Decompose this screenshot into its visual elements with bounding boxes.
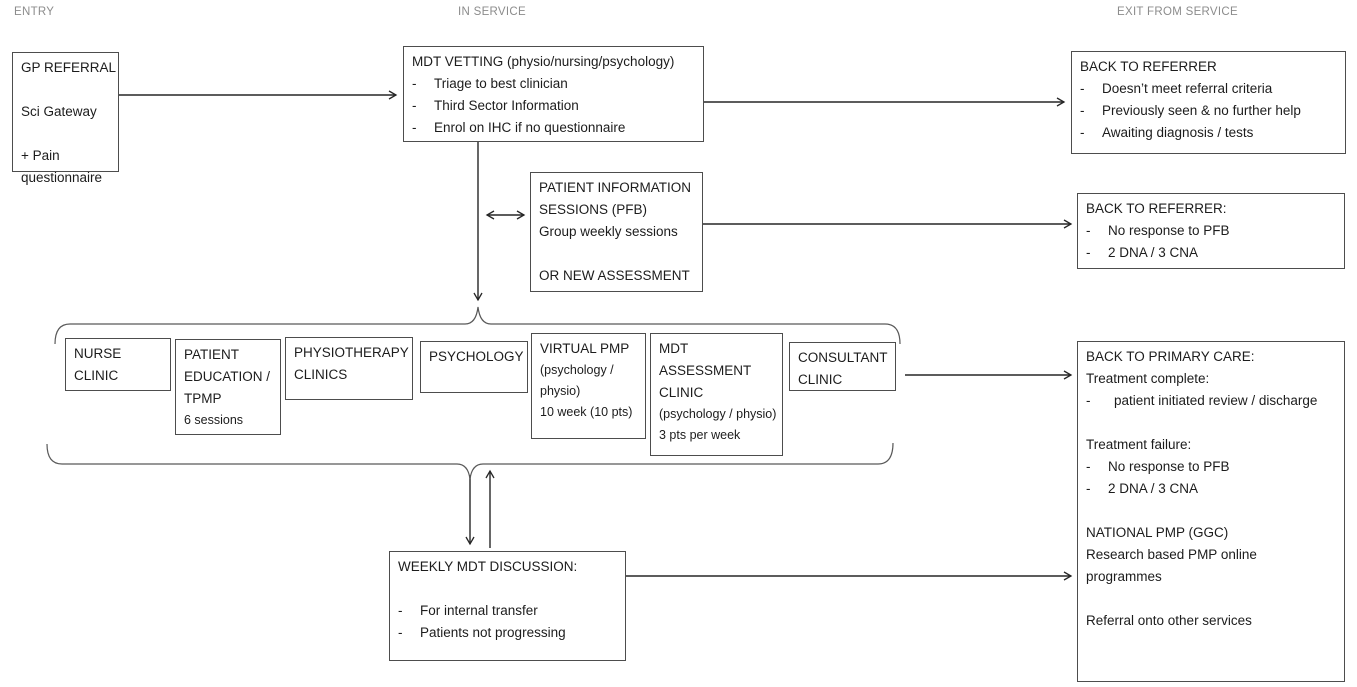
box-title: GP REFERRAL — [21, 60, 117, 75]
patient-information-sessions-box: PATIENT INFORMATION SESSIONS (PFB) Group… — [530, 172, 703, 292]
gp-referral-box: GP REFERRAL Sci Gateway + Pain questionn… — [12, 52, 119, 185]
mdt-assessment-clinic-box: MDT ASSESSMENT CLINIC (psychology / phys… — [650, 333, 783, 456]
clinics-top-brace — [54, 306, 901, 345]
back-to-referrer-mid-box: BACK TO REFERRER: - No response to PFB -… — [1077, 193, 1345, 269]
bullet-dash: - — [1086, 393, 1091, 408]
psychology-box: PSYCHOLOGY — [420, 341, 528, 393]
box-subtext: (psychology / physio) — [659, 407, 777, 421]
box-title: CONSULTANT — [798, 350, 888, 365]
bullet-dash: - — [1086, 459, 1091, 474]
blank-line — [1086, 500, 1336, 522]
box-subtext: (psychology / — [540, 363, 614, 377]
box-title: WEEKLY MDT DISCUSSION: — [398, 559, 578, 574]
bullet-item: - 2 DNA / 3 CNA — [1086, 242, 1336, 264]
patient-education-box: PATIENT EDUCATION / TPMP 6 sessions — [175, 339, 281, 435]
box-title: PSYCHOLOGY — [429, 349, 524, 364]
bullet-text: No response to PFB — [1108, 223, 1230, 238]
box-title: VIRTUAL PMP — [540, 341, 630, 356]
bullet-text: No response to PFB — [1108, 459, 1230, 474]
bullet-text: Triage to best clinician — [434, 76, 568, 91]
bullet-text: Third Sector Information — [434, 98, 579, 113]
box-subtext: 3 pts per week — [659, 428, 741, 442]
national-pmp-desc: Research based PMP online — [1086, 547, 1257, 562]
treatment-failure-label: Treatment failure: — [1086, 437, 1192, 452]
back-to-referrer-top-box: BACK TO REFERRER - Doesn’t meet referral… — [1071, 51, 1346, 154]
referral-note: Referral onto other services — [1086, 613, 1252, 628]
mdt-vetting-box: MDT VETTING (physio/nursing/psychology) … — [403, 46, 704, 142]
box-subtext: physio) — [540, 384, 581, 398]
bullet-text: 2 DNA / 3 CNA — [1108, 245, 1199, 260]
bullet-dash: - — [398, 625, 403, 640]
bullet-item: - No response to PFB — [1086, 220, 1336, 242]
box-title: PHYSIOTHERAPY — [294, 345, 409, 360]
box-title: MDT — [659, 341, 689, 356]
bullet-item: - Triage to best clinician — [412, 73, 695, 95]
back-to-primary-care-box: BACK TO PRIMARY CARE: Treatment complete… — [1077, 341, 1345, 682]
bullet-text: Previously seen & no further help — [1102, 103, 1301, 118]
box-title: BACK TO REFERRER: — [1086, 201, 1227, 216]
bullet-dash: - — [412, 98, 417, 113]
box-title: PATIENT — [184, 347, 240, 362]
box-title: BACK TO REFERRER — [1080, 59, 1217, 74]
weekly-mdt-discussion-box: WEEKLY MDT DISCUSSION: - For internal tr… — [389, 551, 626, 661]
blank-line — [398, 578, 617, 600]
blank-line — [1086, 412, 1336, 434]
blank-line — [1086, 588, 1336, 610]
bullet-text: patient initiated review / discharge — [1114, 393, 1318, 408]
bullet-text: For internal transfer — [420, 603, 538, 618]
bullet-dash: - — [412, 76, 417, 91]
bullet-item: - For internal transfer — [398, 600, 617, 622]
bullet-item: - Enrol on IHC if no questionnaire — [412, 117, 695, 139]
clinics-bottom-brace — [46, 442, 894, 480]
bullet-dash: - — [1086, 223, 1091, 238]
bullet-item: - Awaiting diagnosis / tests — [1080, 122, 1337, 144]
bullet-dash: - — [1086, 245, 1091, 260]
bullet-dash: - — [1080, 81, 1085, 96]
box-title: NURSE — [74, 346, 122, 361]
bullet-text: Doesn’t meet referral criteria — [1102, 81, 1273, 96]
bullet-text: Awaiting diagnosis / tests — [1102, 125, 1254, 140]
box-title: PATIENT INFORMATION — [539, 180, 692, 195]
bullet-dash: - — [398, 603, 403, 618]
bullet-item: - Patients not progressing — [398, 622, 617, 644]
bullet-dash: - — [1086, 481, 1091, 496]
box-subtext: 10 week (10 pts) — [540, 405, 633, 419]
bullet-text: 2 DNA / 3 CNA — [1108, 481, 1199, 496]
bullet-dash: - — [1080, 125, 1085, 140]
box-title: BACK TO PRIMARY CARE: — [1086, 349, 1255, 364]
bullet-text: Patients not progressing — [420, 625, 566, 640]
box-subtext: 6 sessions — [184, 413, 244, 427]
consultant-clinic-box: CONSULTANT CLINIC — [789, 342, 896, 391]
bullet-item: - Previously seen & no further help — [1080, 100, 1337, 122]
nurse-clinic-box: NURSE CLINIC — [65, 338, 171, 391]
treatment-complete-label: Treatment complete: — [1086, 371, 1210, 386]
virtual-pmp-box: VIRTUAL PMP (psychology / physio) 10 wee… — [531, 333, 646, 439]
physiotherapy-clinics-box: PHYSIOTHERAPY CLINICS — [285, 337, 413, 400]
national-pmp-title: NATIONAL PMP (GGC) — [1086, 525, 1229, 540]
column-header-in-service: IN SERVICE — [458, 6, 526, 18]
bullet-text: Enrol on IHC if no questionnaire — [434, 120, 626, 135]
column-header-entry: ENTRY — [14, 6, 55, 18]
box-title: MDT VETTING (physio/nursing/psychology) — [412, 54, 675, 69]
bullet-dash: - — [412, 120, 417, 135]
column-header-exit-from-service: EXIT FROM SERVICE — [1117, 6, 1238, 18]
national-pmp-desc: programmes — [1086, 569, 1162, 584]
bullet-item: - Third Sector Information — [412, 95, 695, 117]
bullet-item: - Doesn’t meet referral criteria — [1080, 78, 1337, 100]
bullet-item: - No response to PFB — [1086, 456, 1336, 478]
bullet-item: - 2 DNA / 3 CNA — [1086, 478, 1336, 500]
bullet-item: - patient initiated review / discharge — [1086, 390, 1336, 412]
bullet-dash: - — [1080, 103, 1085, 118]
